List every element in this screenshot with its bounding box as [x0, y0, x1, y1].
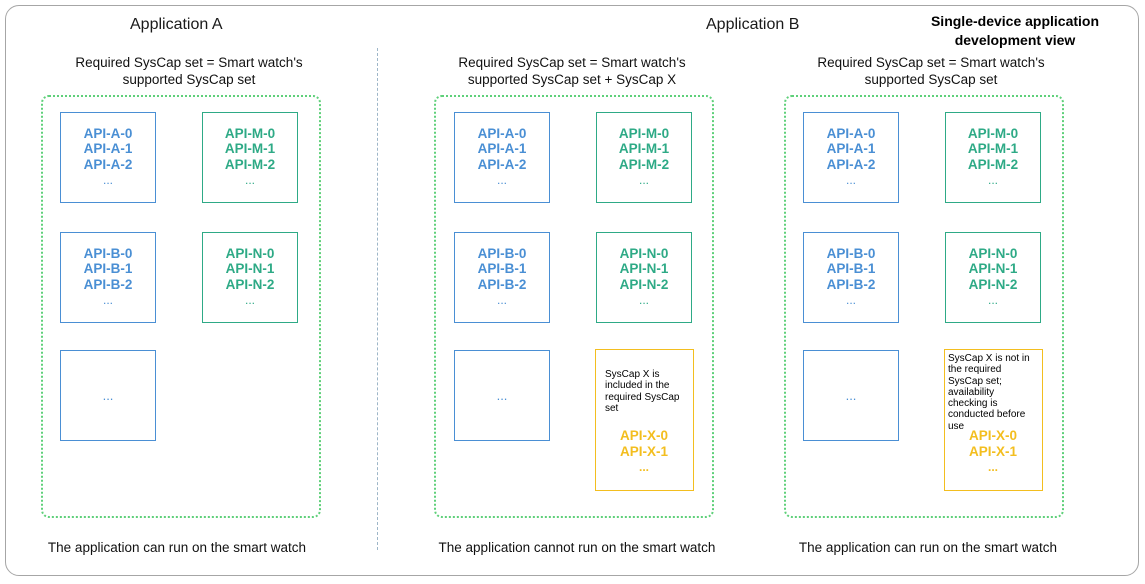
panel-1-more-apis-box: ... — [60, 350, 156, 441]
panel-3-api-m-box: API-M-0 API-M-1 API-M-2 ... — [945, 112, 1041, 203]
panel-2-api-x-list: API-X-0 API-X-1 ... — [619, 428, 668, 474]
outer-frame — [5, 5, 1139, 576]
panel-1-api-b-box: API-B-0 API-B-1 API-B-2 ... — [60, 232, 156, 323]
panel-3-api-container — [784, 95, 1064, 518]
panel-1-outcome: The application can run on the smart wat… — [47, 540, 307, 555]
panel-3-api-n-box: API-N-0 API-N-1 API-N-2 ... — [945, 232, 1041, 323]
panel-1-api-n-box: API-N-0 API-N-1 API-N-2 ... — [202, 232, 298, 323]
panel-2-api-container — [434, 95, 714, 518]
single-device-view-title: Single-device application development vi… — [930, 13, 1100, 48]
panel-2-api-b-box: API-B-0 API-B-1 API-B-2 ... — [454, 232, 550, 323]
panel-2-syscap-x-note: SysCap X is included in the required Sys… — [605, 369, 680, 414]
panel-3-api-a-box: API-A-0 API-A-1 API-A-2 ... — [803, 112, 899, 203]
application-b-title: Application B — [706, 16, 800, 33]
panel-3-syscap-x-note: SysCap X is not in the required SysCap s… — [948, 353, 1030, 432]
panel-2-api-n-box: API-N-0 API-N-1 API-N-2 ... — [596, 232, 692, 323]
panel-2-required-set: Required SysCap set = Smart watch's supp… — [458, 55, 686, 87]
panel-2-outcome: The application cannot run on the smart … — [438, 540, 716, 555]
panel-3-outcome: The application can run on the smart wat… — [798, 540, 1058, 555]
panel-3-api-b-box: API-B-0 API-B-1 API-B-2 ... — [803, 232, 899, 323]
panel-1-api-a-box: API-A-0 API-A-1 API-A-2 ... — [60, 112, 156, 203]
panel-3-syscap-x-box: SysCap X is not in the required SysCap s… — [944, 349, 1043, 491]
panel-3-required-set: Required SysCap set = Smart watch's supp… — [817, 55, 1045, 87]
panel-1-required-set: Required SysCap set = Smart watch's supp… — [75, 55, 303, 87]
panel-3-more-apis-box: ... — [803, 350, 899, 441]
panel-2-api-m-box: API-M-0 API-M-1 API-M-2 ... — [596, 112, 692, 203]
panel-1-api-m-box: API-M-0 API-M-1 API-M-2 ... — [202, 112, 298, 203]
panel-3-api-x-list: API-X-0 API-X-1 ... — [968, 428, 1017, 474]
section-divider — [377, 48, 378, 550]
application-a-title: Application A — [130, 16, 223, 33]
panel-2-api-a-box: API-A-0 API-A-1 API-A-2 ... — [454, 112, 550, 203]
panel-2-more-apis-box: ... — [454, 350, 550, 441]
panel-2-syscap-x-box: SysCap X is included in the required Sys… — [595, 349, 694, 491]
panel-1-api-container — [41, 95, 321, 518]
